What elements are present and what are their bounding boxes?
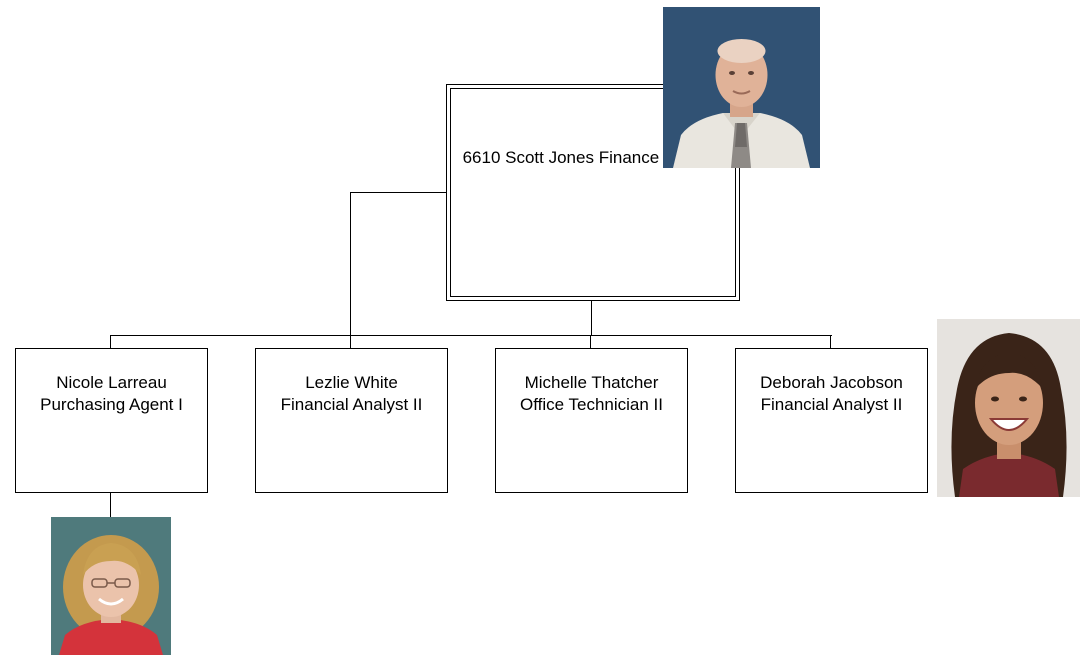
nicole-photo xyxy=(51,517,171,655)
staff-box-lezlie[interactable]: Lezlie White Financial Analyst II xyxy=(255,348,448,493)
connector-assistant-horizontal xyxy=(350,192,446,193)
staff-title: Office Technician II xyxy=(519,395,663,414)
director-name: Scott Jones xyxy=(505,148,594,167)
connector-drop-michelle xyxy=(590,335,591,348)
connector-drop-lezlie xyxy=(350,335,351,348)
director-photo xyxy=(663,7,820,168)
staff-name: Lezlie White xyxy=(305,373,398,392)
staff-name: Nicole Larreau xyxy=(56,373,167,392)
staff-box-nicole[interactable]: Nicole Larreau Purchasing Agent I xyxy=(15,348,208,493)
staff-box-deborah[interactable]: Deborah Jacobson Financial Analyst II xyxy=(735,348,928,493)
staff-box-michelle[interactable]: Michelle Thatcher Office Technician II xyxy=(495,348,688,493)
connector-drop-nicole xyxy=(110,335,111,348)
connector-director-down xyxy=(591,301,592,336)
connector-drop-deborah xyxy=(830,335,831,348)
staff-title: Financial Analyst II xyxy=(760,395,903,414)
connector-horizontal-bus xyxy=(110,335,832,336)
staff-name: Deborah Jacobson xyxy=(760,373,903,392)
connector-nicole-down xyxy=(110,493,111,518)
deborah-photo xyxy=(937,319,1080,497)
staff-title: Financial Analyst II xyxy=(280,395,423,414)
staff-name: Michelle Thatcher xyxy=(524,373,659,392)
connector-assistant-vertical xyxy=(350,192,351,335)
staff-title: Purchasing Agent I xyxy=(40,395,183,414)
director-number: 6610 xyxy=(462,148,501,167)
